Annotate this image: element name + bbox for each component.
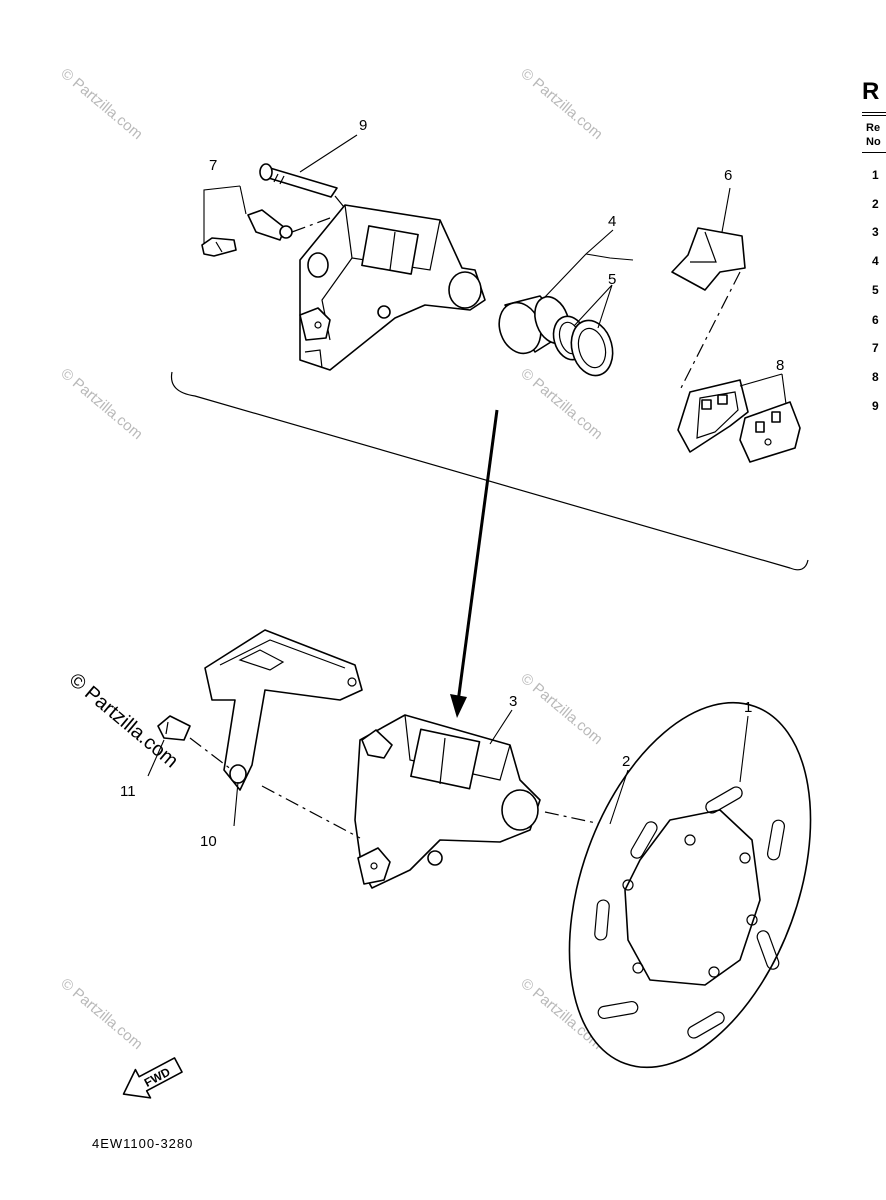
reference-row: 9 (872, 399, 879, 410)
pad-support (671, 227, 746, 391)
exploded-view-bracket (170, 371, 809, 571)
assembly-arrow-head (450, 694, 467, 718)
bleed-screw (201, 209, 331, 257)
reference-header: No (866, 136, 881, 148)
caliper-body-assembled (261, 714, 611, 889)
callout-2: 2 (622, 753, 630, 770)
watermark: © Partzilla.com (57, 65, 145, 143)
caliper-pin (259, 163, 349, 213)
reference-row: 8 (872, 370, 879, 384)
diagram-code: 4EW1100-3280 (92, 1136, 194, 1151)
callout-1: 1 (744, 699, 752, 716)
callout-8: 8 (776, 357, 784, 374)
brake-disc (568, 701, 812, 1069)
watermark-group: © Partzilla.com © Partzilla.com © Partzi… (57, 65, 605, 1053)
callout-leaders (147, 134, 787, 827)
callout-labels: 1 2 3 4 5 6 7 8 9 10 11 (120, 117, 784, 850)
callout-9: 9 (359, 117, 367, 134)
brake-pad-set (677, 379, 801, 463)
assembly-arrow-shaft (456, 409, 499, 703)
callout-4: 4 (608, 213, 616, 230)
watermark: © Partzilla.com (57, 975, 145, 1053)
reference-row: 4 (872, 254, 879, 268)
callout-7: 7 (209, 157, 217, 174)
reference-row: 6 (872, 313, 879, 327)
reference-row: 7 (872, 341, 879, 355)
piston-seal-set (552, 315, 614, 377)
watermark: © Partzilla.com (57, 365, 145, 443)
callout-6: 6 (724, 167, 732, 184)
reference-header: Re (866, 122, 881, 134)
callout-3: 3 (509, 693, 517, 710)
watermark: © Partzilla.com (517, 65, 605, 143)
divider (862, 152, 886, 153)
callout-5: 5 (608, 271, 616, 288)
watermark: © Partzilla.com (517, 365, 605, 443)
reference-title: R (862, 78, 880, 105)
reference-row: 5 (872, 283, 879, 297)
reference-row: 3 (872, 225, 879, 239)
reference-panel: R Re No 1 2 3 4 5 6 7 8 9 10 11 (848, 70, 886, 410)
callout-11: 11 (120, 783, 136, 800)
callout-10: 10 (200, 833, 217, 850)
caliper-bracket (204, 629, 363, 791)
divider (862, 112, 886, 113)
watermark: © Partzilla.com (517, 670, 605, 748)
reference-row: 1 (872, 168, 879, 182)
caliper-body-top (299, 204, 486, 371)
reference-row: 2 (872, 197, 879, 211)
divider (862, 115, 886, 116)
fwd-arrow: FWD (122, 1057, 183, 1099)
bracket-bolt (157, 715, 233, 771)
